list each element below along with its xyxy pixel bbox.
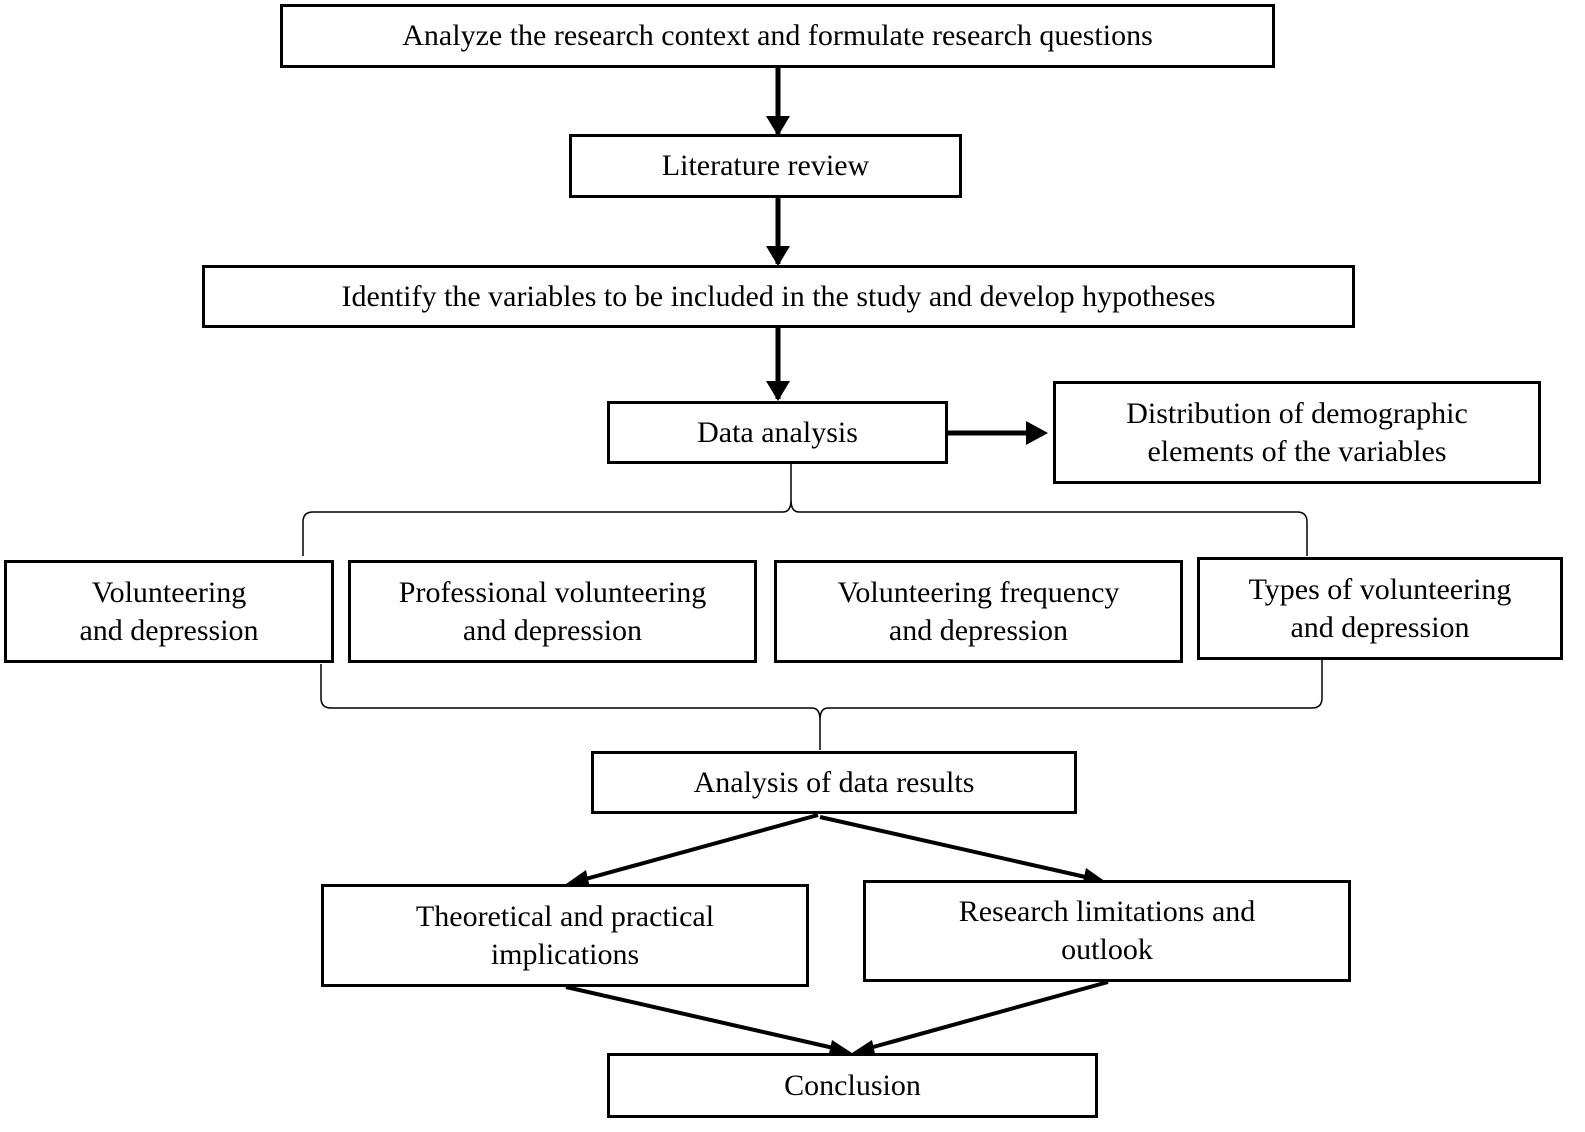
arrowhead-data-analysis bbox=[766, 381, 790, 401]
node-volunteering-frequency: Volunteering frequency and depression bbox=[774, 560, 1183, 663]
arrowhead-implications bbox=[566, 870, 590, 888]
node-types-of-volunteering: Types of volunteering and depression bbox=[1197, 557, 1563, 660]
node-data-analysis: Data analysis bbox=[607, 401, 948, 464]
arrowhead-literature bbox=[766, 116, 790, 136]
node-demographic-distribution: Distribution of demographic elements of … bbox=[1053, 381, 1541, 484]
node-volunteering-depression: Volunteering and depression bbox=[4, 560, 334, 663]
node-identify-variables: Identify the variables to be included in… bbox=[202, 265, 1355, 328]
node-research-limitations: Research limitations and outlook bbox=[863, 880, 1351, 982]
arrowhead-demographic bbox=[1026, 421, 1048, 445]
node-research-context: Analyze the research context and formula… bbox=[280, 4, 1275, 68]
arrow-limitations-to-conclusion bbox=[865, 980, 1109, 1051]
node-theoretical-implications: Theoretical and practical implications bbox=[321, 884, 809, 987]
node-literature-review: Literature review bbox=[569, 134, 962, 198]
node-conclusion: Conclusion bbox=[607, 1053, 1098, 1118]
brace-topics-to-analysis-results bbox=[320, 660, 1323, 750]
node-analysis-results: Analysis of data results bbox=[591, 751, 1077, 814]
brace-data-analysis-to-topics bbox=[302, 464, 1308, 556]
arrow-implications-to-conclusion bbox=[565, 985, 839, 1051]
node-professional-volunteering: Professional volunteering and depression bbox=[348, 560, 757, 663]
arrow-results-to-limitations bbox=[819, 815, 1091, 880]
arrowhead-variables bbox=[766, 246, 790, 266]
arrow-results-to-implications bbox=[581, 813, 819, 882]
